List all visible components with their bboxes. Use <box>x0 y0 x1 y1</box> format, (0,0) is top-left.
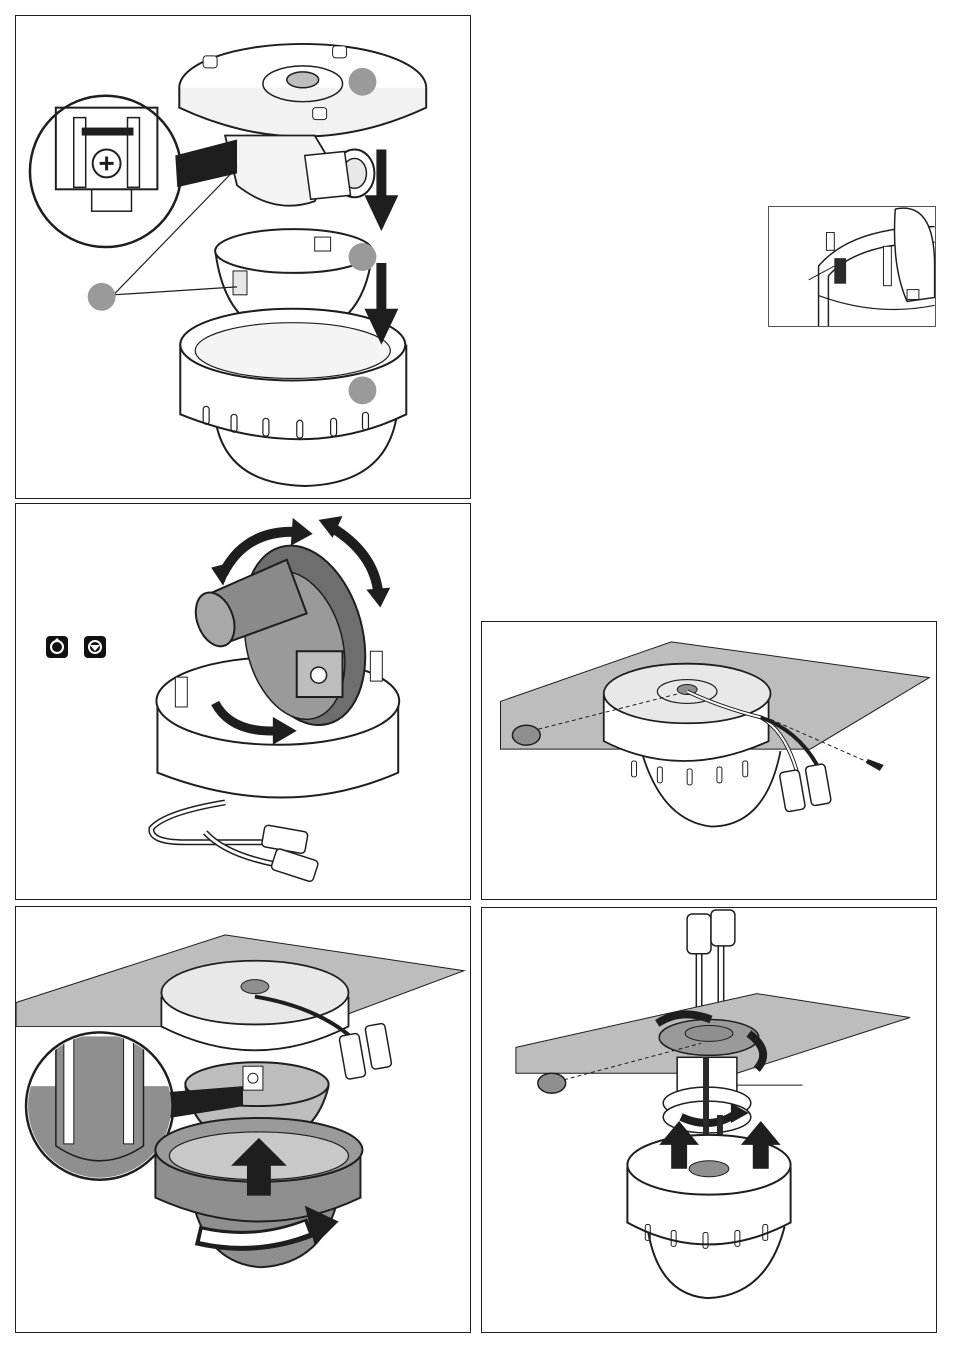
connector-detail-illustration <box>769 207 935 326</box>
figure-disassembly <box>15 15 471 499</box>
figure-pan-tilt-adjust <box>15 503 471 900</box>
figure-surface-mount <box>481 907 937 1333</box>
screw-icon <box>866 759 884 771</box>
step-marker-3 <box>349 68 377 96</box>
disassembly-illustration <box>16 16 470 498</box>
plug-icon <box>538 1073 566 1093</box>
ceiling-mount-illustration <box>482 622 936 899</box>
plug-icon <box>512 725 540 745</box>
surface-mount-illustration <box>482 908 936 1332</box>
step-marker-4 <box>349 376 377 404</box>
step-marker-2 <box>349 243 377 271</box>
figure-ceiling-mount <box>481 621 937 900</box>
pan-tilt-illustration <box>16 504 470 899</box>
dome-reattach-illustration <box>16 907 470 1332</box>
figure-dome-reattach <box>15 906 471 1333</box>
figure-inset-connector <box>768 206 936 327</box>
step-marker-1 <box>88 283 116 311</box>
